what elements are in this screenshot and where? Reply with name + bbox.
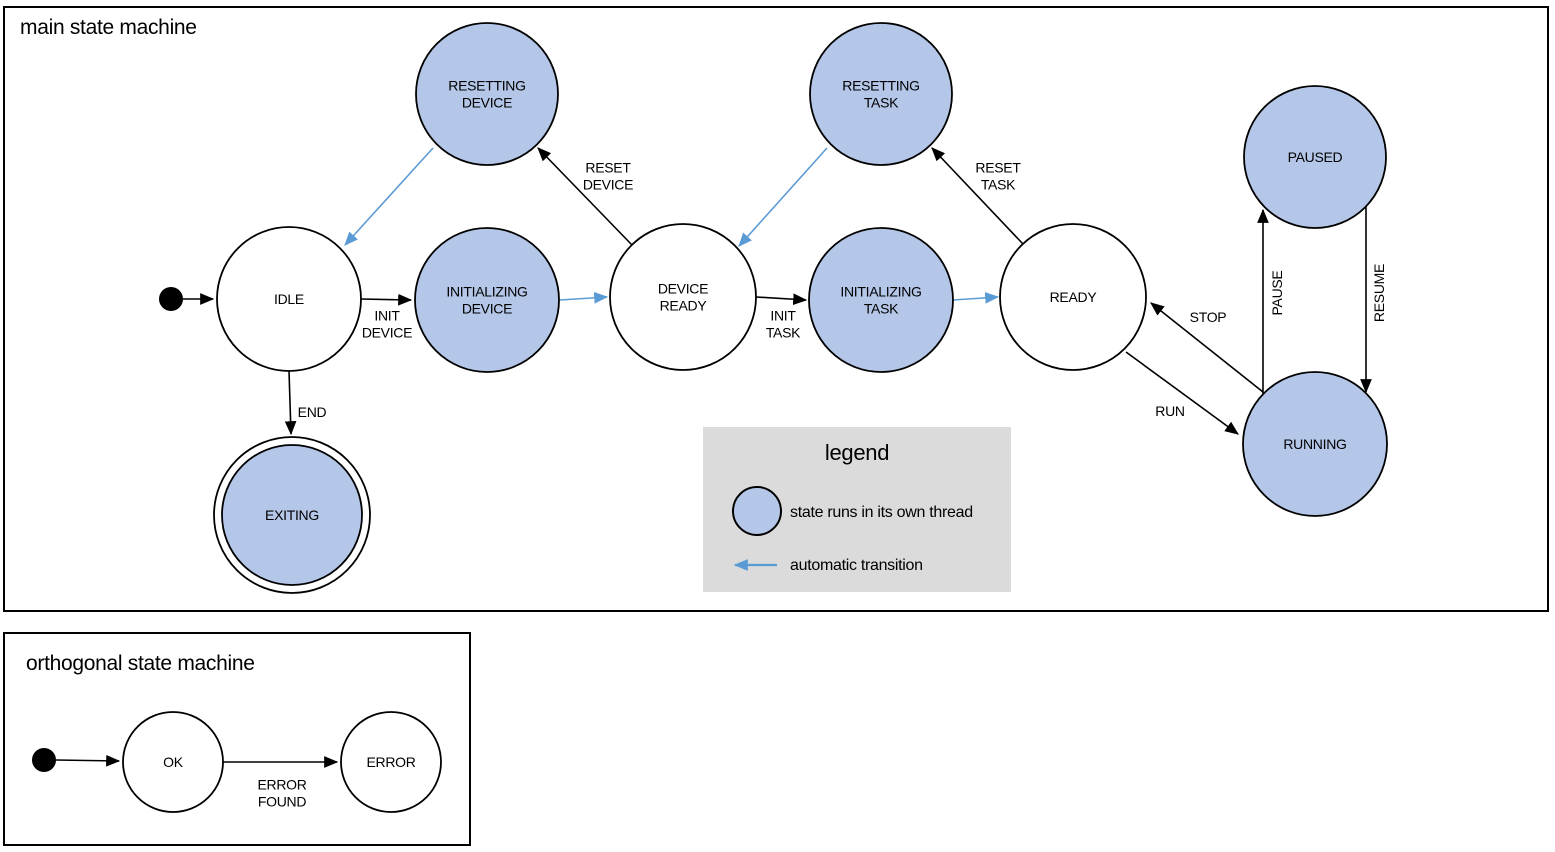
transition-arrow [537,147,633,246]
state-label: OK [163,754,184,770]
state-label: EXITING [265,507,319,523]
transition-resetting-device-to-idle [344,147,434,246]
transition-running-to-ready-stop: STOP [1150,302,1264,393]
state-label: READY [1050,289,1098,305]
automatic-transition-arrow [952,292,1000,304]
orthogonal-machine-frame [3,632,471,846]
legend: legend state runs in its own thread automa… [703,427,1011,592]
transition-label: RESUME [1371,264,1387,322]
main-machine-title: main state machine [20,16,197,39]
transition-ready-to-running-run: RUN [1125,351,1239,435]
state-ok: OK [122,711,224,813]
transition-arrow [1150,302,1264,393]
automatic-transition-arrow [559,291,609,304]
automatic-transition-arrow [738,147,828,247]
transition-label: RUN [1155,403,1184,419]
state-ready: READY [999,223,1147,371]
transition-running-to-paused-pause: PAUSE [1257,208,1285,394]
transition-resetting-task-to-device-ready [738,147,828,247]
state-label: IDLE [274,291,304,307]
transition-arrow [360,293,413,306]
state-paused: PAUSED [1243,85,1387,229]
transition-arrow [755,293,808,306]
state-circle [122,711,224,813]
transition-label: PAUSE [1269,271,1285,316]
transition-paused-to-running-resume: RESUME [1360,207,1387,394]
transition-label: STOP [1190,309,1227,325]
state-circle [1243,85,1387,229]
transition-arrow [55,754,121,767]
state-error: ERROR [340,711,442,813]
state-circle [221,444,363,586]
transition-idle-to-exiting-end: END [284,370,327,436]
transition-arrow [1125,351,1239,435]
transition-label: END [298,404,327,420]
state-circle [415,22,559,166]
legend-item-automatic-transition: automatic transition [733,557,923,574]
legend-item-label: automatic transition [790,557,923,574]
state-circle [1242,371,1388,517]
state-circle [999,223,1147,371]
automatic-transition-arrow [344,147,434,246]
state-exiting: EXITING [213,436,371,594]
legend-item-thread-state: state runs in its own thread [732,486,973,536]
main-machine-frame [3,6,1549,612]
state-idle: IDLE [216,226,362,372]
state-circle [808,227,954,373]
legend-item-label: state runs in its own thread [790,504,973,521]
legend-title: legend [825,440,889,465]
state-circle [609,223,757,371]
transition-arrow [284,370,297,436]
transition-start-to-ok [55,754,121,767]
thread-state-circle-icon [732,486,782,536]
main-initial-state-dot [159,287,183,311]
transition-arrow [931,147,1024,245]
state-circle [216,226,362,372]
state-circle [340,711,442,813]
state-label: ERROR [366,754,415,770]
state-label: PAUSED [1288,149,1343,165]
transition-initializing-task-to-ready [952,292,1000,304]
state-circle [809,22,953,166]
state-circle [414,227,560,373]
orthogonal-initial-state-dot [32,748,56,772]
state-running: RUNNING [1242,371,1388,517]
transition-initializing-device-to-device-ready [559,291,609,304]
state-label: RUNNING [1283,436,1346,452]
orthogonal-machine-title: orthogonal state machine [26,652,255,675]
